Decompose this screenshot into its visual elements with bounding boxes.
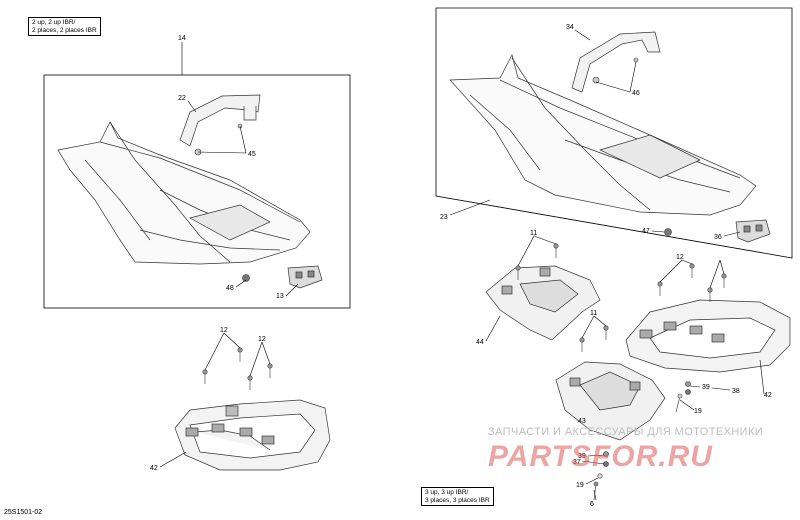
note-box-bottom: 3 up, 3 up IBR/ 3 places, 3 places IBR bbox=[421, 487, 494, 506]
diagram-reference-code: 25S1501-02 bbox=[4, 509, 43, 516]
callout-12-c: 12 bbox=[676, 254, 684, 261]
left-seat-group-frame bbox=[43, 74, 351, 309]
watermark-logo: PARTSFOR.RU bbox=[488, 440, 713, 473]
callout-36: 36 bbox=[714, 234, 722, 241]
latch-36 bbox=[735, 219, 771, 243]
callout-11-b: 11 bbox=[590, 310, 597, 317]
callout-14: 14 bbox=[178, 35, 186, 42]
note-top-line-2: 2 places, 2 places IBR bbox=[32, 26, 97, 34]
note-box-top: 2 up, 2 up IBR/ 2 places, 2 places IBR bbox=[28, 17, 101, 36]
callout-45: 45 bbox=[248, 151, 256, 158]
screw-46 bbox=[633, 57, 639, 63]
note-top-line-1: 2 up, 2 up IBR/ bbox=[32, 19, 76, 26]
callout-38: 38 bbox=[732, 388, 740, 395]
watermark-tagline: ЗАПЧАСТИ И АКСЕССУАРЫ ДЛЯ МОТОТЕХНИКИ bbox=[488, 426, 764, 438]
callout-47: 47 bbox=[642, 228, 650, 235]
nut-46 bbox=[592, 76, 600, 84]
callout-11-a: 11 bbox=[530, 230, 537, 237]
screws-12-left bbox=[202, 347, 273, 390]
nut-48 bbox=[242, 274, 250, 282]
bracket-43 bbox=[555, 361, 666, 441]
callout-34: 34 bbox=[566, 24, 574, 31]
fastener-set-37 bbox=[593, 451, 609, 501]
fastener-set-38 bbox=[675, 381, 691, 413]
latch-13 bbox=[287, 265, 323, 289]
screws-11-upper bbox=[515, 243, 559, 280]
grab-handle-right bbox=[571, 31, 661, 93]
luggage-rack-left bbox=[174, 399, 331, 471]
callout-12-b: 12 bbox=[258, 336, 266, 343]
callout-23: 23 bbox=[440, 214, 448, 221]
callout-42-b: 42 bbox=[764, 392, 772, 399]
callout-43: 43 bbox=[578, 418, 586, 425]
callout-37: 37 bbox=[573, 459, 581, 466]
grab-handle-left bbox=[179, 94, 261, 147]
note-bottom-line-2: 3 places, 3 places IBR bbox=[425, 496, 490, 504]
callout-22: 22 bbox=[178, 95, 186, 102]
leader-lines bbox=[159, 29, 765, 501]
callout-39-b: 39 bbox=[578, 453, 586, 460]
callout-19-b: 19 bbox=[576, 482, 584, 489]
bracket-44 bbox=[485, 265, 601, 341]
callout-44: 44 bbox=[476, 339, 484, 346]
seat-left bbox=[57, 121, 311, 265]
callout-48: 48 bbox=[226, 285, 234, 292]
callout-39-a: 39 bbox=[702, 384, 710, 391]
nut-47 bbox=[664, 228, 672, 236]
callout-19-a: 19 bbox=[694, 408, 702, 415]
screws-12-right bbox=[657, 263, 727, 302]
callout-42-a: 42 bbox=[150, 465, 158, 472]
callout-13: 13 bbox=[276, 293, 284, 300]
callout-12-a: 12 bbox=[220, 327, 228, 334]
seat-right bbox=[449, 54, 757, 216]
luggage-rack-right bbox=[625, 299, 791, 373]
screws-11-lower bbox=[579, 325, 609, 352]
right-seat-group-frame bbox=[435, 7, 793, 259]
callout-labels: 14 22 45 48 13 12 12 42 34 46 23 47 36 1… bbox=[150, 24, 772, 508]
callout-46: 46 bbox=[632, 90, 640, 97]
note-bottom-line-1: 3 up, 3 up IBR/ bbox=[425, 489, 469, 496]
callout-6: 6 bbox=[590, 501, 594, 508]
